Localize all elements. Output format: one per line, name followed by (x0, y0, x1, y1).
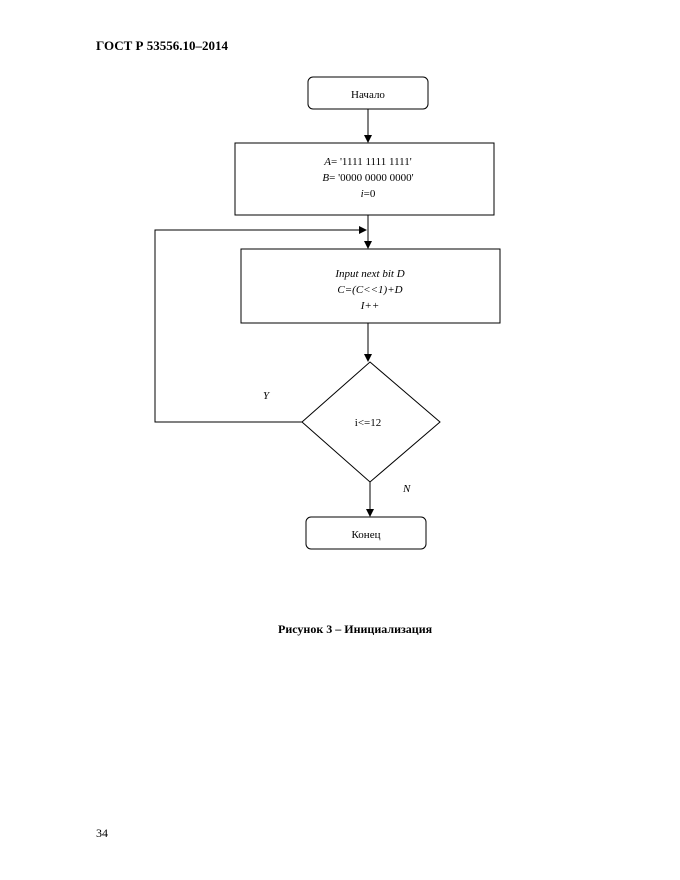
start-terminator: Начало (307, 76, 429, 110)
process-line-3: I++ (360, 300, 380, 312)
end-label: Конец (352, 529, 381, 541)
start-label: Начало (351, 89, 385, 101)
branch-no-label: N (402, 483, 411, 495)
init-line-2: B= '0000 0000 0000' (322, 172, 413, 184)
init-line-3: i=0 (361, 188, 376, 200)
loop-back-line (154, 229, 366, 423)
decision-diamond: i<=12 (301, 361, 441, 483)
figure-caption-text: Рисунок 3 – Инициализация (278, 622, 433, 636)
process-line-2: C=(C<<1)+D (337, 284, 402, 296)
page-number: 34 (96, 826, 108, 840)
process-line-1: Input next bit D (334, 268, 404, 280)
init-block: A= '1111 1111 1111' B= '0000 0000 0000' … (234, 142, 495, 216)
init-line-1: A= '1111 1111 1111' (323, 156, 411, 168)
branch-yes-label: Y (263, 390, 271, 402)
document-header: ГОСТ Р 53556.10–2014 (96, 38, 228, 53)
end-terminator: Конец (305, 516, 427, 550)
process-block: Input next bit D C=(C<<1)+D I++ (240, 248, 501, 324)
decision-label: i<=12 (355, 417, 381, 429)
